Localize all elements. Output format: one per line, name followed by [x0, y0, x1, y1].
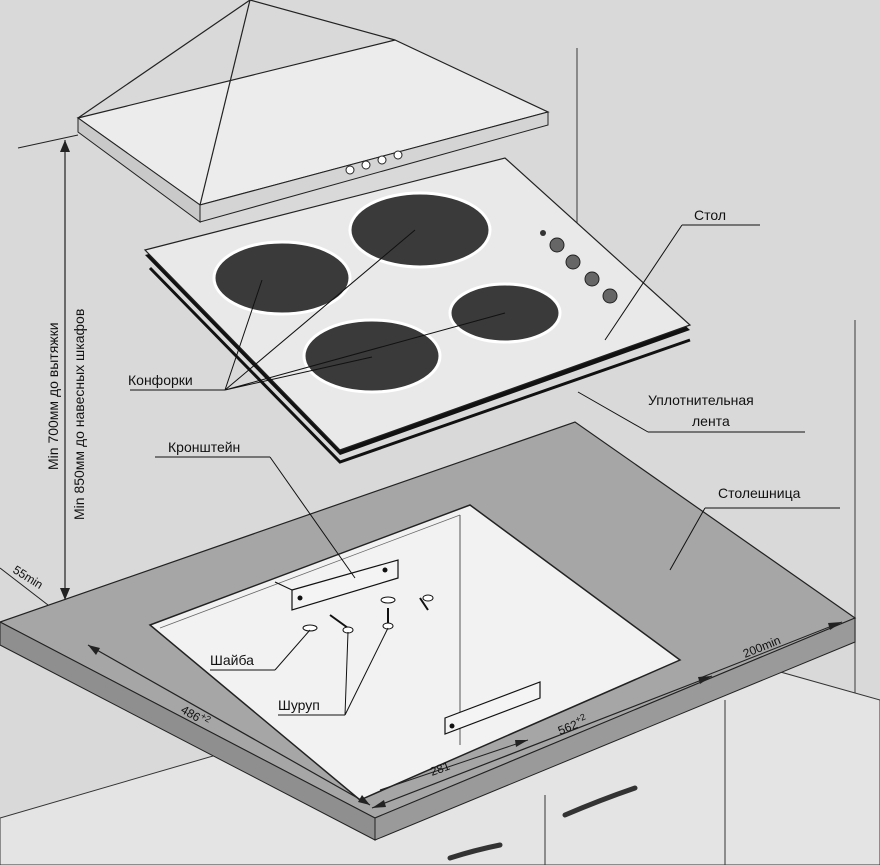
min-hood-label: Min 700мм до вытяжки: [45, 322, 61, 470]
burner: [302, 318, 442, 394]
burner: [212, 240, 352, 316]
label-burners: Конфорки: [128, 372, 193, 388]
half-width-label: 281: [428, 759, 452, 779]
cabinet-handle: [562, 785, 638, 818]
vertical-dimension: Min 700мм до вытяжки Min 850мм до навесн…: [17, 134, 87, 600]
screw-set: [302, 594, 434, 634]
label-bracket: Кронштейн: [168, 439, 240, 455]
bracket-top: [274, 559, 399, 611]
cutout: [148, 504, 682, 801]
thickness-label: 55min: [10, 563, 45, 592]
label-screw: Шуруп: [278, 697, 320, 713]
thickness-dimension: 55min: [0, 563, 49, 606]
label-seal-line2: лента: [692, 413, 730, 429]
cabinet-handle: [447, 842, 503, 861]
knob-set: [540, 230, 618, 304]
countertop: [0, 421, 857, 841]
label-countertop: Столешница: [718, 485, 801, 501]
label-table: Стол: [694, 207, 726, 223]
label-seal-line1: Уплотнительная: [648, 392, 754, 408]
callouts: [130, 224, 840, 716]
burner: [348, 191, 492, 269]
bracket-bottom: [444, 681, 541, 735]
min-cabinets-label: Min 850мм до навесных шкафов: [71, 309, 87, 520]
label-washer: Шайба: [210, 652, 254, 668]
range-hood: [76, 0, 550, 223]
